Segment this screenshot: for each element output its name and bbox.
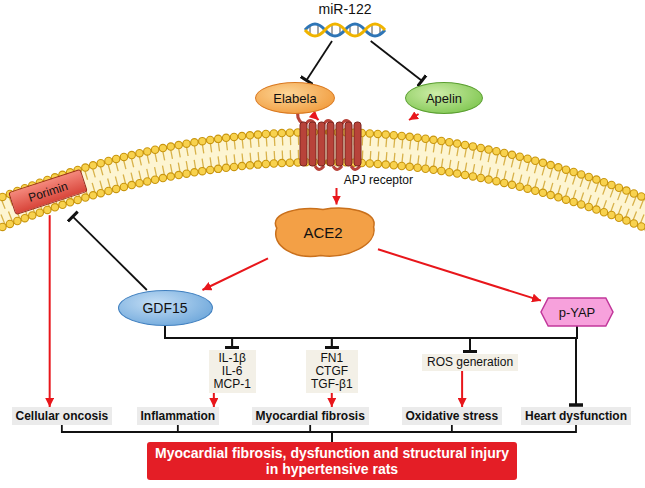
node-text: FN1 — [320, 352, 343, 365]
receptor-helices — [298, 110, 361, 170]
activation-arrow — [213, 393, 215, 408]
node-text: Heart dysfunction — [525, 409, 627, 423]
node-text: Cellular oncosis — [16, 409, 109, 423]
inhibition-line — [470, 326, 577, 352]
inhibition-line — [232, 326, 577, 348]
factor-ellipse: GDF15 — [118, 290, 213, 326]
node-text: Myocardial fibrosis — [256, 409, 365, 423]
activation-arrow — [312, 114, 318, 120]
activation-arrow — [202, 258, 268, 290]
marker-box: ROS generation — [422, 354, 518, 371]
phospho-box: p-YAP — [541, 298, 613, 326]
receptor-helix — [354, 122, 361, 166]
inhibition-line — [371, 41, 422, 81]
merge-line — [310, 425, 332, 442]
inhibition-line — [306, 41, 332, 80]
node-text: Porimin — [26, 179, 69, 205]
node-outline-path — [275, 208, 374, 256]
activation-arrow — [49, 215, 51, 407]
ligand-ellipse: Elabela — [255, 82, 335, 114]
node-text: ACE2 — [303, 224, 342, 241]
node-text: TGF-β1 — [311, 378, 353, 391]
node-outline-path — [541, 298, 613, 326]
rna-helix — [305, 24, 385, 36]
merge-line — [178, 425, 332, 442]
activation-arrow — [331, 393, 333, 408]
node-text: Oxidative stress — [406, 409, 499, 423]
node-text: Apelin — [426, 91, 462, 106]
outcome-label: Myocardial fibrosis — [252, 407, 369, 425]
activation-arrow — [336, 188, 338, 205]
receptor-helix — [336, 122, 343, 166]
receptor-helix — [318, 122, 325, 166]
merge-line — [62, 425, 332, 442]
membrane-protein: Porimin — [8, 169, 88, 215]
node-text: Myocardial fibrosis, dysfunction and str… — [153, 445, 511, 477]
inhibition-line — [575, 326, 578, 405]
node-text: miR-122 — [319, 1, 372, 17]
marker-box: IL-1βIL-6MCP-1 — [209, 350, 256, 393]
outcome-label: Heart dysfunction — [521, 407, 631, 425]
helix-strand — [305, 24, 385, 36]
inhibition-line — [165, 326, 576, 405]
node-text: IL-6 — [222, 365, 243, 378]
helix-strand — [305, 24, 385, 36]
enzyme-blob: ACE2 — [268, 205, 378, 260]
node-text: Inflammation — [141, 409, 216, 423]
activation-arrow — [461, 371, 463, 408]
node-text: p-YAP — [559, 305, 596, 320]
ligand-ellipse: Apelin — [405, 82, 483, 114]
inhibition-line — [165, 326, 232, 348]
result-box: Myocardial fibrosis, dysfunction and str… — [147, 442, 517, 480]
receptor-helix — [309, 122, 316, 166]
merge-line — [332, 425, 576, 442]
activation-arrow — [409, 114, 419, 120]
inhibition-line — [332, 326, 577, 348]
inhibition-line — [165, 326, 332, 348]
receptor-loop — [315, 166, 360, 170]
inhibition-line — [73, 217, 147, 290]
outcome-label: Cellular oncosis — [12, 407, 113, 425]
receptor-helix — [327, 122, 334, 166]
node-text: MCP-1 — [214, 378, 251, 391]
node-text: GDF15 — [142, 300, 187, 316]
activation-arrow — [378, 249, 541, 300]
mirna-node: miR-122 — [300, 1, 390, 41]
marker-box: FN1CTGFTGF-β1 — [306, 350, 358, 393]
receptor-helix — [300, 122, 307, 166]
node-text: CTGF — [315, 365, 348, 378]
receptor-helix — [345, 122, 352, 166]
receptor: APJ receptor — [295, 120, 415, 188]
node-text: IL-1β — [218, 352, 246, 365]
node-text: ROS generation — [427, 356, 513, 369]
outcome-label: Inflammation — [137, 407, 220, 425]
outcome-label: Oxidative stress — [402, 407, 503, 425]
merge-line — [332, 425, 452, 442]
node-text: APJ receptor — [344, 173, 413, 187]
node-text: Elabela — [273, 91, 316, 106]
